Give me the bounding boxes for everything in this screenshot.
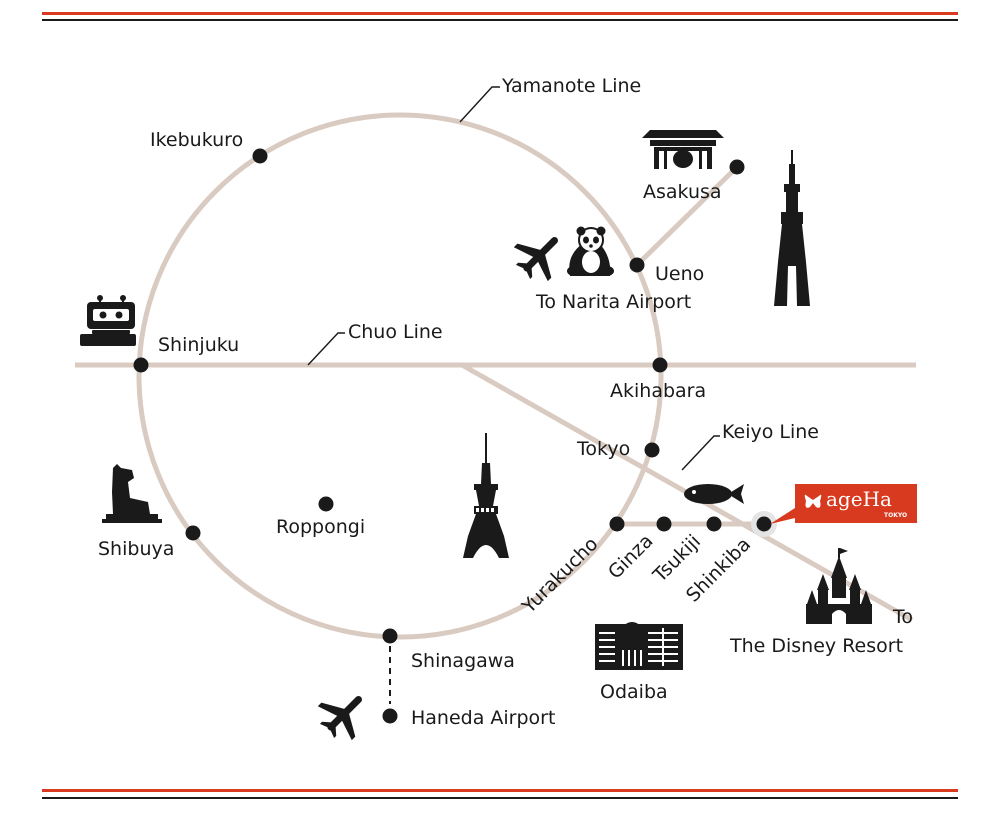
station-ikebukuro[interactable] [252,148,268,164]
station-shibuya[interactable] [185,525,201,541]
chuo-leader [307,332,345,366]
station-asakusa[interactable] [729,159,745,175]
station-shinkiba[interactable] [756,516,772,532]
station-akihabara[interactable] [652,357,668,373]
station-tokyo[interactable] [644,442,660,458]
asakusa-branch-track [635,165,739,267]
top-frame [42,12,958,21]
label-shibuya: Shibuya [98,538,174,560]
fish-icon [684,484,744,504]
label-haneda: Haneda Airport [411,707,555,729]
label-shinjuku: Shinjuku [158,334,239,356]
dog-statue-icon [102,464,162,523]
robot-icon [80,295,136,346]
label-ginza: Ginza [604,530,658,584]
ageha-logo[interactable]: ageHa TOKYO [770,484,917,524]
plane-icon-narita [513,237,558,282]
panda-icon [567,226,614,276]
station-shinjuku[interactable] [133,357,149,373]
station-yurakucho[interactable] [609,516,625,532]
temple-gate-icon [642,130,724,169]
label-ueno: Ueno [655,263,704,285]
yamanote-line-label: Yamanote Line [501,75,641,97]
station-haneda[interactable] [382,708,398,724]
station-tsukiji[interactable] [706,516,722,532]
butterfly-icon [804,494,822,508]
building-icon [595,622,683,670]
yamanote-leader [459,86,500,123]
label-disney-to: To [892,606,913,628]
tokyo-tower-icon [463,433,509,558]
bottom-frame [42,789,958,799]
label-odaiba: Odaiba [600,681,668,703]
station-shinagawa[interactable] [382,628,398,644]
skytree-icon [774,150,810,306]
yamanote-line-track [136,112,664,640]
station-ginza[interactable] [656,516,672,532]
label-ikebukuro: Ikebukuro [150,129,243,151]
logo-subtext: TOKYO [884,512,907,519]
logo-text: ageHa [826,487,892,511]
label-asakusa: Asakusa [643,181,722,203]
keiyo-line-label: Keiyo Line [722,421,819,443]
label-shinagawa: Shinagawa [411,650,515,672]
label-roppongi: Roppongi [276,516,365,538]
label-tokyo: Tokyo [576,438,630,460]
castle-icon [806,548,872,624]
keiyo-leader [681,435,720,471]
label-yurakucho: Yurakucho [517,533,602,618]
chuo-line-label: Chuo Line [348,321,443,343]
plane-icon-haneda [317,696,362,741]
label-akihabara: Akihabara [610,380,706,402]
station-ueno[interactable] [629,257,645,273]
label-disney-name: The Disney Resort [729,635,903,657]
label-narita: To Narita Airport [535,291,691,313]
station-roppongi[interactable] [318,496,334,512]
